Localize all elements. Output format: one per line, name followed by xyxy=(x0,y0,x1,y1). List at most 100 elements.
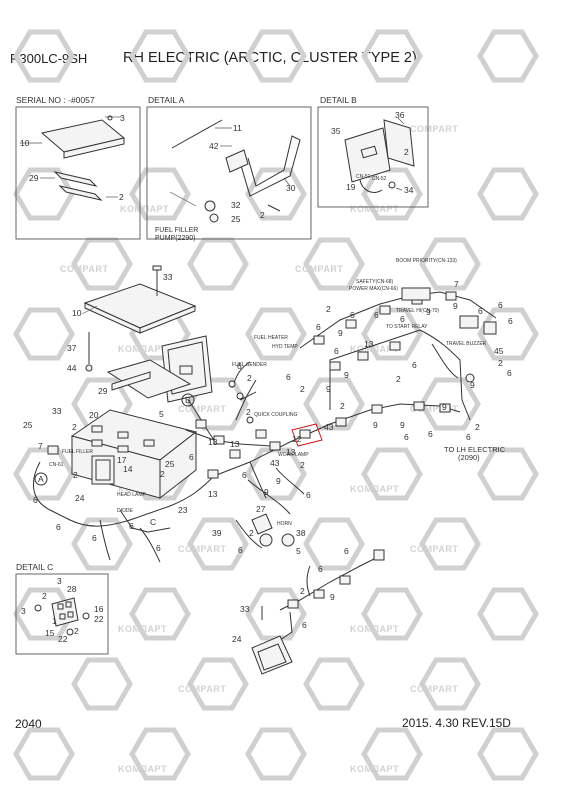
callout-9: 9 xyxy=(442,402,447,412)
callout-6: 6 xyxy=(238,545,243,555)
fuel-filler-pump-label: FUEL FILLER xyxy=(155,227,198,234)
watermark-text: KOMПAPT xyxy=(118,764,167,774)
callout-6: 6 xyxy=(344,546,349,556)
callout-38: 38 xyxy=(296,528,306,538)
callout-6: 6 xyxy=(286,372,291,382)
callout-3: 3 xyxy=(57,576,62,586)
callout-2: 2 xyxy=(475,422,480,432)
callout-22: 22 xyxy=(58,634,68,644)
callout-2: 2 xyxy=(246,407,251,417)
fuel-filler-pump-code: PUMP(2290) xyxy=(155,235,195,242)
callout-6: 6 xyxy=(466,432,471,442)
callout-6: 6 xyxy=(400,314,405,324)
callout-14: 14 xyxy=(123,464,133,474)
watermark-text: COMPART xyxy=(178,544,226,554)
letter-b: B xyxy=(185,395,191,405)
watermark-text: KOMПAPT xyxy=(350,344,399,354)
callout-6: 6 xyxy=(498,300,503,310)
callout-2: 2 xyxy=(160,469,165,479)
callout-5: 5 xyxy=(296,546,301,556)
boom-priority-label: BOOM PRIORITY(CN-133) xyxy=(396,258,457,264)
serial-number-label: SERIAL NO : -#0057 xyxy=(16,95,95,105)
callout-43: 43 xyxy=(270,458,280,468)
callout-19: 19 xyxy=(346,182,356,192)
cn61-label: CN-61 xyxy=(49,462,64,468)
watermark-text: COMPART xyxy=(178,404,226,414)
detail-b-box: DETAIL B 36 35 2 19 34 CN-51 CN-52 xyxy=(317,95,429,208)
callout-13: 13 xyxy=(230,439,240,449)
callout-2: 2 xyxy=(72,422,77,432)
main-assembly: 33 10 37 44 29 5 B 20 33 25 2 7 A 2 6 24… xyxy=(23,258,513,675)
callout-6: 6 xyxy=(129,521,134,531)
callout-2: 2 xyxy=(340,401,345,411)
callout-6: 6 xyxy=(237,361,242,371)
callout-24: 24 xyxy=(75,493,85,503)
callout-13: 13 xyxy=(208,437,218,447)
callout-2: 2 xyxy=(300,586,305,596)
callout-34: 34 xyxy=(404,185,414,195)
callout-2: 2 xyxy=(119,192,124,202)
callout-10: 10 xyxy=(20,138,30,148)
callout-6: 6 xyxy=(334,346,339,356)
callout-9: 9 xyxy=(330,592,335,602)
detail-b-label: DETAIL B xyxy=(320,95,357,105)
work-lamp-label: WORK LAMP xyxy=(278,452,309,458)
callout-6: 6 xyxy=(156,543,161,553)
callout-6: 6 xyxy=(374,310,379,320)
letter-c: C xyxy=(150,517,156,527)
callout-1: 1 xyxy=(52,616,57,626)
callout-13: 13 xyxy=(286,447,296,457)
callout-9: 9 xyxy=(373,420,378,430)
callout-37: 37 xyxy=(67,343,77,353)
diode-label: DIODE xyxy=(117,508,134,514)
callout-2: 2 xyxy=(73,470,78,480)
callout-2: 2 xyxy=(498,358,503,368)
callout-6: 6 xyxy=(33,495,38,505)
callout-15: 15 xyxy=(45,628,55,638)
watermark-text: COMPART xyxy=(178,684,226,694)
callout-9: 9 xyxy=(326,384,331,394)
quick-coupling-label: QUICK COUPLING xyxy=(254,412,297,418)
callout-12: 12 xyxy=(292,434,302,444)
callout-32: 32 xyxy=(231,200,241,210)
watermark-text: KOMПAPT xyxy=(350,484,399,494)
callout-13: 13 xyxy=(364,339,374,349)
callout-11: 11 xyxy=(233,123,242,133)
callout-25: 25 xyxy=(165,459,175,469)
callout-2: 2 xyxy=(404,147,409,157)
callout-2: 2 xyxy=(260,210,265,220)
revision-date: 2015. 4.30 REV.15D xyxy=(402,716,511,730)
watermark-text: KOMПAPT xyxy=(118,624,167,634)
page-title: RH ELECTRIC (ARCTIC, CLUSTER TYPE 2) xyxy=(123,50,417,66)
callout-33: 33 xyxy=(52,406,62,416)
watermark-text: KOMПAPT xyxy=(350,624,399,634)
callout-16: 16 xyxy=(94,604,104,614)
watermark-text: KOMПAPT xyxy=(350,764,399,774)
callout-6: 6 xyxy=(507,368,512,378)
watermark-texts: COMPART KOMПAPT KOMПAPT COMPART COMPART … xyxy=(60,124,458,774)
detail-c-label: DETAIL C xyxy=(16,562,53,572)
travel-buzzer-label: TRAVEL BUZZER xyxy=(446,341,487,347)
callout-6: 6 xyxy=(318,564,323,574)
callout-25: 25 xyxy=(231,214,241,224)
callout-6: 6 xyxy=(508,316,513,326)
detail-a-box: DETAIL A 11 42 30 32 25 2 FUEL FILLER PU… xyxy=(146,95,312,242)
callout-25: 25 xyxy=(23,420,33,430)
callout-9: 9 xyxy=(276,476,281,486)
callout-23: 23 xyxy=(178,505,188,515)
callout-2: 2 xyxy=(300,460,305,470)
callout-2: 2 xyxy=(396,374,401,384)
letter-a: A xyxy=(38,474,44,484)
callout-6: 6 xyxy=(92,533,97,543)
callout-9: 9 xyxy=(400,420,405,430)
callout-7: 7 xyxy=(38,441,43,451)
callout-9: 9 xyxy=(338,328,343,338)
callout-13: 13 xyxy=(208,489,218,499)
callout-7: 7 xyxy=(454,279,459,289)
callout-33: 33 xyxy=(240,604,250,614)
safety-label: SAFETY(CN-68) xyxy=(356,279,394,285)
cn51-label: CN-51 xyxy=(356,174,371,180)
callout-2: 2 xyxy=(326,304,331,314)
callout-29: 29 xyxy=(98,386,108,396)
